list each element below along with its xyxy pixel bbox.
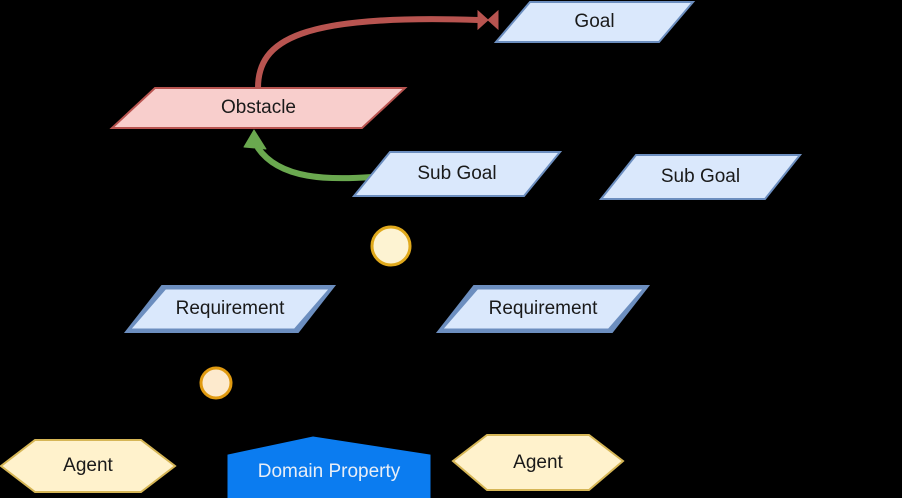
resolution-link-arrowhead	[243, 129, 267, 150]
sub-goal-left-parallelogram	[351, 151, 563, 197]
edge-obstruction-link[interactable]	[255, 9, 499, 91]
agent-left-hexagon	[0, 439, 177, 493]
edge-resolution-link[interactable]	[243, 129, 375, 182]
requirement-left-inner-parallelogram	[131, 289, 329, 329]
node-agent-right[interactable]	[451, 434, 625, 491]
goal-parallelogram	[493, 0, 696, 43]
obstruction-link-bowtie-marker	[477, 9, 499, 31]
requirement-right-inner-parallelogram	[443, 289, 643, 329]
obstruction-link-path	[255, 16, 481, 91]
domain-property-pentagon	[227, 436, 431, 498]
node-refinement-lower[interactable]	[199, 366, 233, 400]
refinement-upper-circle	[370, 225, 412, 267]
node-agent-left[interactable]	[0, 439, 177, 493]
obstacle-parallelogram	[109, 87, 408, 129]
node-sub-goal-right[interactable]	[598, 154, 803, 200]
node-refinement-upper[interactable]	[370, 225, 412, 267]
node-obstacle[interactable]	[109, 87, 408, 129]
refinement-lower-circle	[199, 366, 233, 400]
resolution-link-path	[255, 145, 375, 182]
node-requirement-left[interactable]	[123, 285, 337, 333]
node-sub-goal-left[interactable]	[351, 151, 563, 197]
node-requirement-right[interactable]	[435, 285, 651, 333]
node-goal[interactable]	[493, 0, 696, 43]
agent-right-hexagon	[451, 434, 625, 491]
sub-goal-right-parallelogram	[598, 154, 803, 200]
node-domain-property[interactable]	[227, 436, 431, 498]
